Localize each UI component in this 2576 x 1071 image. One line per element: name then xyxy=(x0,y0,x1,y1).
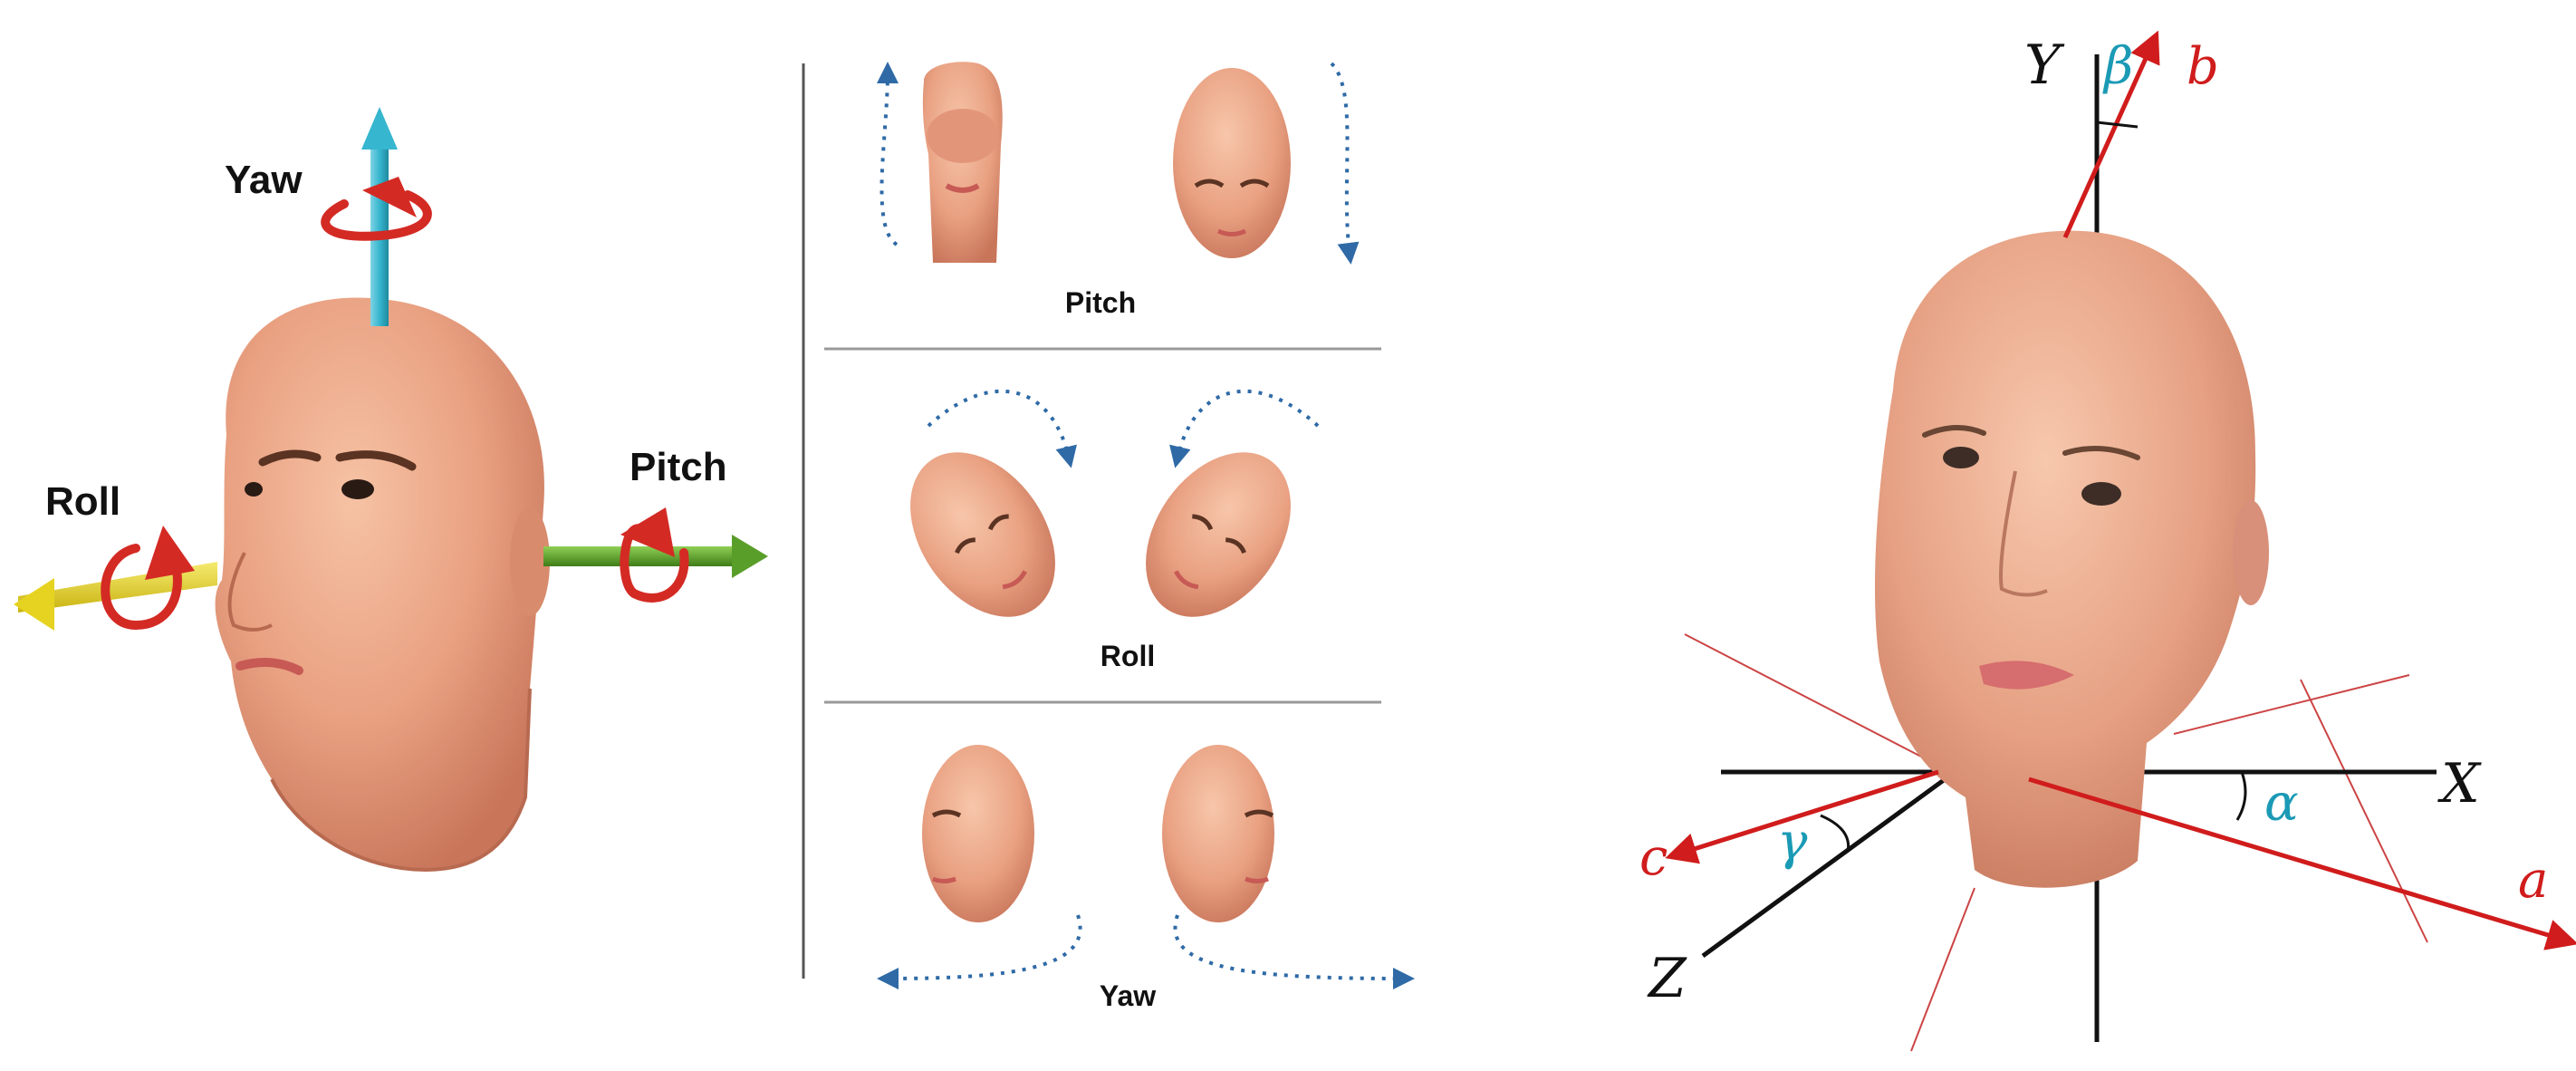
alpha-angle-arc xyxy=(2235,771,2247,821)
right-panel: Y X Z b a c β α γ xyxy=(1522,0,2576,1071)
right-head xyxy=(1875,230,2269,888)
yaw-rotation-arrow-icon xyxy=(321,177,432,241)
roll-right-arrow-icon xyxy=(927,389,1077,468)
pitch-row: Pitch xyxy=(876,62,1360,319)
roll-rotation-arrow-icon xyxy=(101,526,195,631)
z-axis-label: Z xyxy=(1647,947,1687,1010)
alpha-angle-label: α xyxy=(2264,774,2299,833)
b-axis-arrow xyxy=(2062,30,2160,239)
c-axis-label: c xyxy=(1639,828,1668,887)
yaw-left-arrow-icon xyxy=(877,914,1082,989)
pitch-down-arrow-icon xyxy=(1330,62,1360,265)
roll-left-arrow-icon xyxy=(1169,389,1320,468)
roll-row: Roll xyxy=(910,389,1320,672)
yaw-right-arrow-icon xyxy=(1173,914,1415,989)
gamma-angle-arc xyxy=(1820,814,1850,853)
pitch-up-head xyxy=(922,62,1003,264)
guide-lines xyxy=(1684,633,2428,1052)
yaw-label: Yaw xyxy=(225,158,303,202)
rotation-examples-diagram: Pitch Roll xyxy=(802,62,1415,1012)
pitch-row-label: Pitch xyxy=(1065,286,1136,319)
z-axis xyxy=(1701,775,1949,959)
yaw-right-head xyxy=(1162,745,1274,922)
beta-angle-arc xyxy=(2096,121,2139,129)
x-axis-label: X xyxy=(2437,752,2482,815)
y-axis-label: Y xyxy=(2024,34,2065,97)
yaw-axis xyxy=(361,107,398,326)
b-axis-label: b xyxy=(2187,37,2219,96)
yaw-row-label: Yaw xyxy=(1100,979,1156,1012)
roll-label: Roll xyxy=(45,479,120,524)
pitch-rotation-arrow-icon xyxy=(620,507,689,603)
roll-left-head xyxy=(910,452,1055,617)
pitch-down-head xyxy=(1173,68,1291,258)
yaw-left-head xyxy=(922,745,1034,922)
roll-right-head xyxy=(1146,452,1291,617)
gamma-angle-label: γ xyxy=(1777,813,1808,872)
left-head-diagram: Yaw Roll Pitch xyxy=(14,107,768,873)
left-head xyxy=(215,297,550,873)
middle-panel: Pitch Roll xyxy=(797,0,1431,1071)
yaw-row: Yaw xyxy=(877,745,1415,1012)
roll-row-label: Roll xyxy=(1101,640,1155,672)
a-axis-label: a xyxy=(2518,851,2548,910)
a-axis-arrow xyxy=(2028,777,2576,950)
pitch-label: Pitch xyxy=(630,445,727,489)
c-axis-arrow xyxy=(1665,769,1939,864)
coordinate-axes-diagram: Y X Z b a c β α γ xyxy=(1639,30,2576,1052)
beta-angle-label: β xyxy=(2102,37,2133,96)
pitch-axis xyxy=(543,535,768,578)
left-panel: Yaw Roll Pitch xyxy=(0,0,797,1071)
pitch-up-arrow-icon xyxy=(876,62,899,246)
